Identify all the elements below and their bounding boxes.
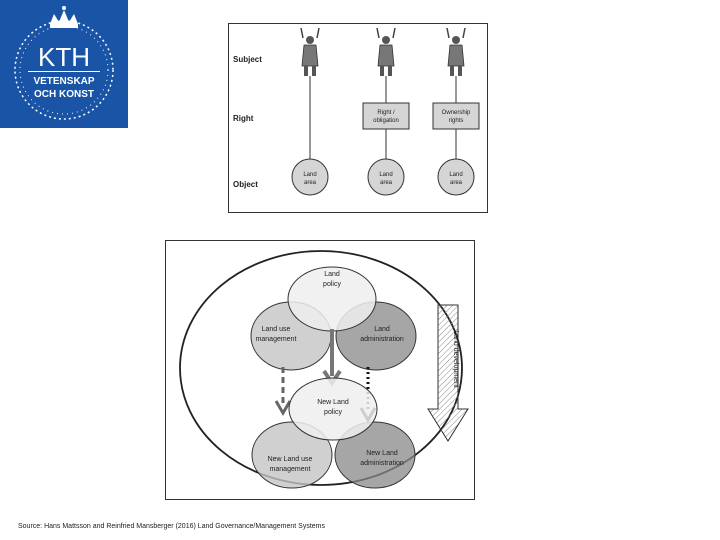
land-use-label-line1: Land use [262, 326, 291, 333]
kth-logo: KTH VETENSKAP OCH KONST [0, 0, 128, 128]
person-figure-icon [300, 27, 320, 76]
new-land-use-label-line2: management [270, 466, 311, 473]
object-label-line1: Land [449, 172, 462, 178]
subject-right-object-figure: Subject Right Object Land area [228, 23, 488, 213]
new-land-policy-ellipse [288, 377, 378, 441]
land-area-circle [437, 158, 475, 196]
source-caption: Source: Hans Mattsson and Reinfried Mans… [18, 523, 325, 530]
kth-logo-graphic: KTH VETENSKAP OCH KONST [14, 6, 114, 120]
person-figure-icon [376, 27, 396, 76]
new-land-admin-label-line1: New Land [366, 450, 398, 457]
column-1: Land area [291, 27, 329, 196]
land-admin-label-line2: administration [360, 336, 404, 343]
logo-line2: OCH KONST [34, 89, 94, 100]
land-governance-diagram: Land policy Land use management Land adm… [179, 250, 469, 489]
new-land-admin-label-line2: administration [360, 460, 404, 467]
land-development-arrow: Land development [427, 304, 469, 442]
new-land-use-label-line1: New Land use [268, 456, 313, 463]
object-label-line2: area [380, 180, 393, 186]
person-figure-icon [446, 27, 466, 76]
right-label-line1: Right / [377, 110, 395, 116]
logo-title: KTH [38, 42, 90, 72]
right-label-line1: Ownership [442, 110, 471, 116]
new-land-administration-ellipse [334, 421, 416, 489]
land-development-label: Land development [452, 330, 459, 388]
policy-label-line1: Land [324, 271, 340, 278]
object-label-line1: Land [379, 172, 392, 178]
crown-icon [50, 6, 78, 28]
land-area-circle [291, 158, 329, 196]
land-use-label-line2: management [256, 336, 297, 343]
logo-inner-ring [19, 25, 109, 115]
logo-line1: VETENSKAP [33, 76, 94, 87]
row-label-right: Right [233, 114, 254, 123]
land-governance-figure: Land policy Land use management Land adm… [165, 240, 475, 500]
column-2: Right / obligation Land area [362, 27, 410, 196]
outer-ellipse [179, 250, 463, 486]
new-policy-label-line2: policy [324, 409, 342, 416]
row-label-object: Object [233, 180, 258, 189]
new-land-use-management-ellipse [251, 421, 333, 489]
right-label-line2: obligation [373, 118, 399, 124]
object-label-line2: area [450, 180, 463, 186]
logo-divider [28, 71, 100, 72]
new-policy-label-line1: New Land [317, 399, 349, 406]
row-label-subject: Subject [233, 55, 262, 64]
right-box [432, 102, 480, 130]
object-label-line1: Land [303, 172, 316, 178]
land-admin-label-line1: Land [374, 326, 390, 333]
right-label-line2: rights [449, 118, 464, 124]
column-3: Ownership rights Land area [432, 27, 480, 196]
object-label-line2: area [304, 180, 317, 186]
dashed-arrow-left [274, 367, 292, 416]
subject-right-object-diagram: Subject Right Object Land area [233, 27, 480, 196]
land-area-circle [367, 158, 405, 196]
policy-label-line2: policy [323, 281, 341, 288]
right-box [362, 102, 410, 130]
